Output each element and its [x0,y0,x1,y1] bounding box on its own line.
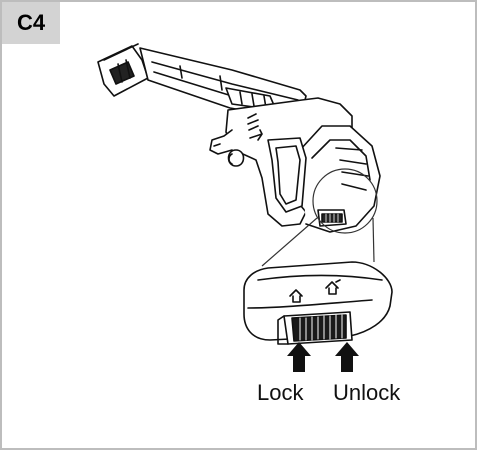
unlock-label: Unlock [333,380,401,405]
adapter-detail-icon [243,261,393,345]
step-label: C4 [2,2,60,44]
lock-label: Lock [257,380,304,405]
detail-callout-lines [261,217,375,267]
lock-arrow-icon [287,342,311,372]
unlock-arrow-icon [335,342,359,372]
spray-gun-icon [97,43,381,234]
